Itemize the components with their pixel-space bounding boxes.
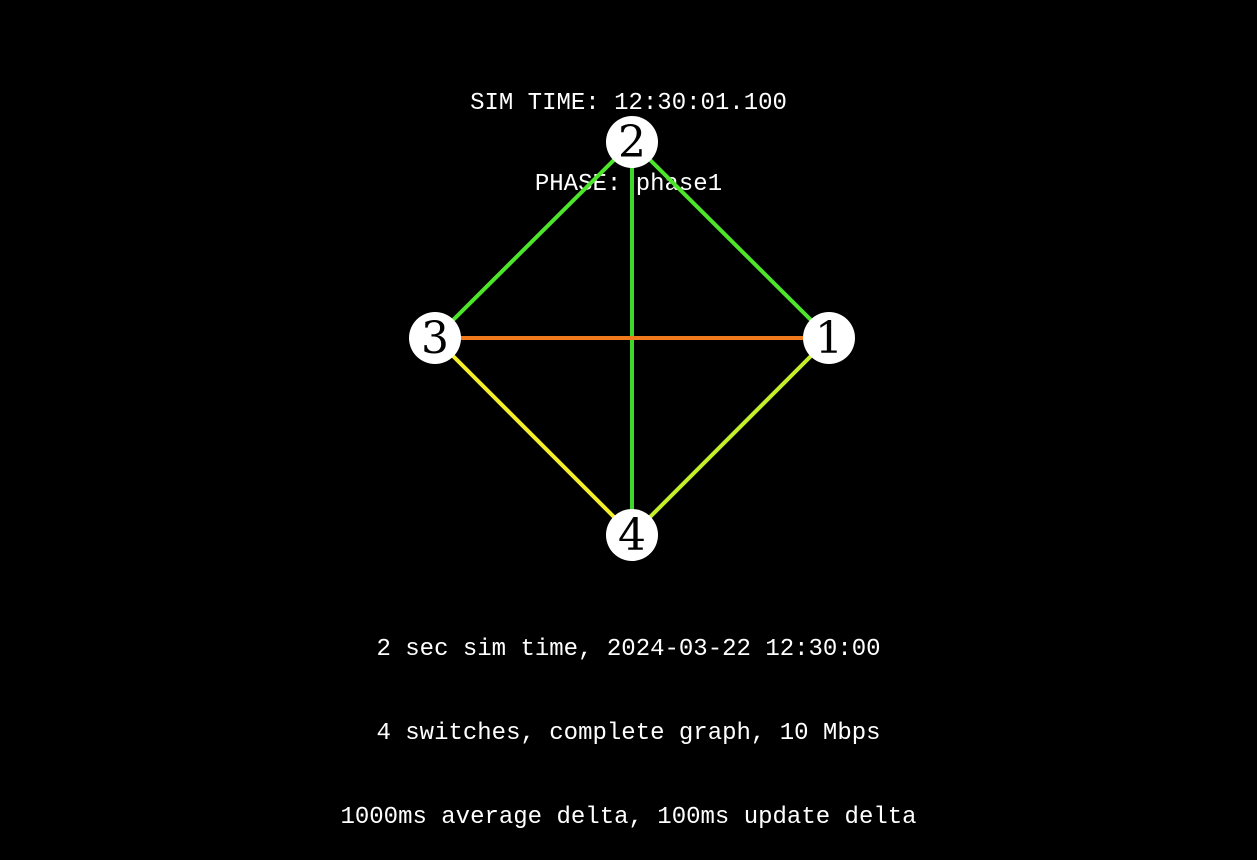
edge-1-4 [630,336,831,537]
node-1-circle [803,312,855,364]
node-4: 4 [606,509,658,561]
node-1: 1 [803,312,855,364]
footer-line-deltas: 1000ms average delta, 100ms update delta [340,804,917,831]
sim-time-label: SIM TIME: 12:30:01.100 [470,90,787,117]
node-3-circle [409,312,461,364]
node-2-circle [606,116,658,168]
node-4-label: 4 [618,510,646,561]
edge-3-4 [433,336,634,537]
phase-label: PHASE: phase1 [534,171,723,198]
footer-line-duration: 2 sec sim time, 2024-03-22 12:30:00 [376,636,881,663]
node-1-label: 1 [815,313,843,364]
network-graph: 2 3 1 4 [409,116,855,561]
sim-info-footer: 2 sec sim time, 2024-03-22 12:30:00 4 sw… [0,580,1257,860]
edge-layer [433,140,831,537]
node-2: 2 [606,116,658,168]
node-2-label: 2 [618,117,646,168]
node-layer: 2 3 1 4 [409,116,855,561]
status-header: SIM TIME: 12:30:01.100 PHASE: phase1 [0,36,1257,225]
node-4-circle [606,509,658,561]
edge-2-1 [630,140,831,340]
edge-2-3 [433,140,634,340]
node-3-label: 3 [421,313,449,364]
node-3: 3 [409,312,461,364]
footer-line-topology: 4 switches, complete graph, 10 Mbps [376,720,881,747]
